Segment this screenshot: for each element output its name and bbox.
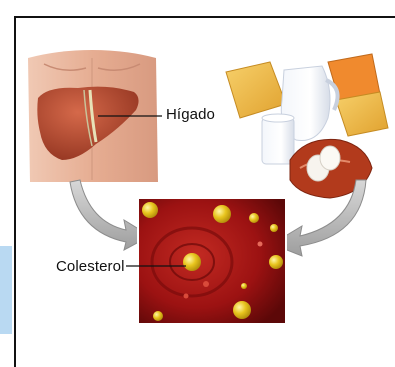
blood-vessel-panel (138, 198, 286, 324)
cholesterol-label: Colesterol (56, 258, 125, 275)
foods-illustration (226, 54, 388, 198)
liver-label: Hígado (166, 106, 215, 123)
